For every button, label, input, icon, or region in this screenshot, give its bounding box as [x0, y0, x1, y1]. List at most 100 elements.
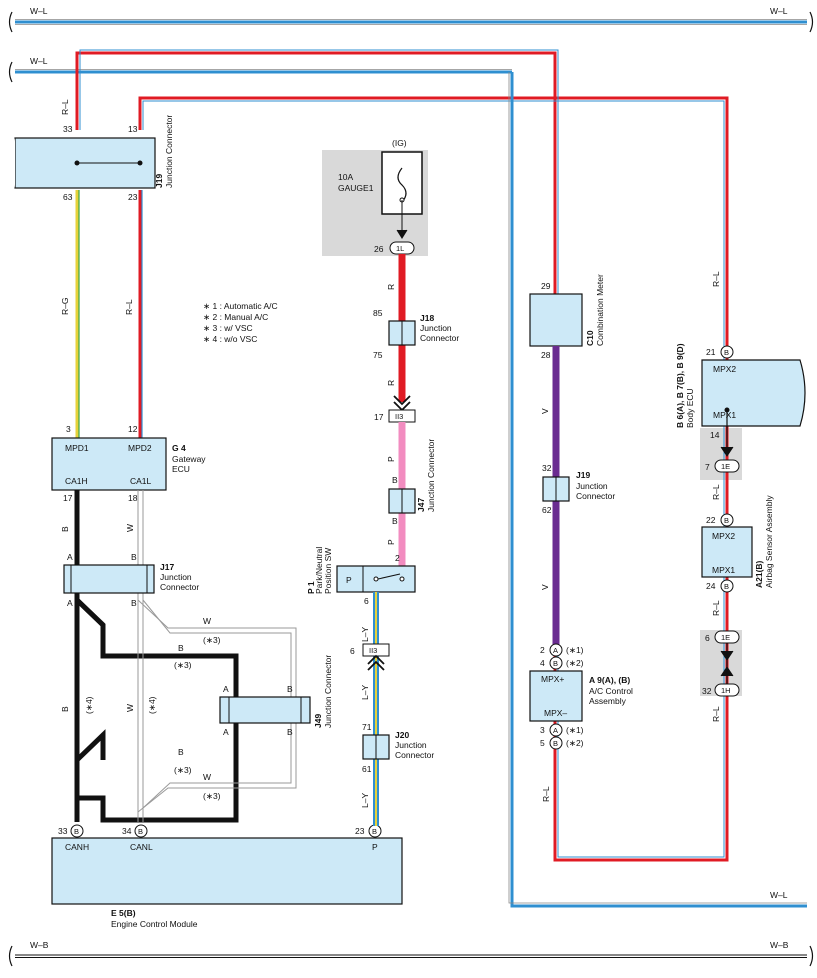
rail-right-lower-label: W–L — [770, 890, 788, 900]
a9-note-2: (∗2) — [566, 658, 584, 668]
wire-label-r-l-a9: R–L — [541, 786, 551, 802]
a9-pin-label-1: A — [553, 646, 558, 655]
wire-label-ly-3: L–Y — [360, 793, 370, 808]
wire-label-b-2: B — [60, 706, 70, 712]
g4-term-mpd1: MPD1 — [65, 443, 89, 453]
wire-can-b — [74, 490, 239, 823]
wire-label-r-l-right-3: R–L — [711, 600, 721, 616]
wire-label-w-3: W — [203, 616, 211, 626]
j20-pin-61: 61 — [362, 764, 372, 774]
a9-pin-label-3: A — [553, 726, 558, 735]
a9-term-mpx-plus: MPX+ — [541, 674, 564, 684]
wire-note-3b: (∗3) — [174, 660, 192, 670]
a21-name: Airbag Sensor Assembly — [764, 495, 774, 588]
connector-1h — [714, 683, 740, 697]
j20-connector — [362, 734, 390, 760]
p1-name2: Position SW — [323, 548, 333, 594]
wire-r-l-main-loop — [75, 49, 729, 862]
wire-label-b-3: B — [178, 643, 184, 653]
g4-term-ca1h: CA1H — [65, 476, 88, 486]
a9-note-4: (∗2) — [566, 738, 584, 748]
j17-connector — [63, 564, 155, 594]
a21-pin-label-1: B — [724, 516, 729, 525]
c10-combination-meter — [529, 293, 583, 347]
wire-note-3d: (∗3) — [203, 791, 221, 801]
j18-id: J18 — [420, 313, 434, 323]
j19-mid-pin-62: 62 — [542, 505, 552, 515]
a9-pin-3: 3 — [540, 725, 545, 735]
e5-term-canh: CANH — [65, 842, 89, 852]
c32-label: 1H — [721, 686, 731, 695]
j47-connector — [388, 488, 416, 514]
e5-engine-control-module — [51, 824, 403, 905]
j20-id: J20 — [395, 730, 409, 740]
g4-pin-18: 18 — [128, 493, 138, 503]
fuse-gauge1 — [381, 151, 423, 255]
a9-note-3: (∗1) — [566, 725, 584, 735]
j18-name2: Connector — [420, 333, 459, 343]
e5-pin-33: 33 — [58, 826, 68, 836]
fuse-ig-label: (IG) — [392, 138, 407, 148]
j18-name: Junction — [420, 323, 452, 333]
j49-pin-a1: A — [223, 684, 229, 694]
wire-label-w-2: W — [125, 704, 135, 712]
wire-label-b-1: B — [60, 526, 70, 532]
a9-note-1: (∗1) — [566, 645, 584, 655]
g4-term-ca1l: CA1L — [130, 476, 152, 486]
a21-pin-24: 24 — [706, 581, 716, 591]
j19-mid-id: J19 — [576, 470, 590, 480]
j20-pin-71: 71 — [362, 722, 372, 732]
e5-pin-label-3: B — [372, 827, 377, 836]
j19-top-name: Junction Connector — [164, 115, 174, 188]
j19-mid-name: Junction — [576, 481, 608, 491]
g4-pin-12: 12 — [128, 424, 138, 434]
ii3-a-pin: 17 — [374, 412, 384, 422]
note-4: ∗ 4 : w/o VSC — [203, 334, 257, 344]
wire-note-4a: (∗4) — [84, 696, 94, 714]
rail-top-left-label: W–L — [30, 6, 48, 16]
c6-pin: 6 — [705, 633, 710, 643]
g4-term-mpd2: MPD2 — [128, 443, 152, 453]
e5-pin-label-1: B — [74, 827, 79, 836]
e5-name: Engine Control Module — [111, 919, 198, 929]
j20-name: Junction — [395, 740, 427, 750]
c32-pin: 32 — [702, 686, 712, 696]
rail-top-right-label: W–L — [770, 6, 788, 16]
rail-second-wl — [8, 61, 512, 83]
wire-label-r-1: R — [386, 284, 396, 290]
a21-term-mpx2: MPX2 — [712, 531, 735, 541]
fuse-pin: 26 — [374, 244, 384, 254]
note-3: ∗ 3 : w/ VSC — [203, 323, 253, 333]
j19-mid-connector — [542, 476, 570, 502]
j20-name2: Connector — [395, 750, 434, 760]
g4-name2: ECU — [172, 464, 190, 474]
ii3-b-pin: 6 — [350, 646, 355, 656]
j19-pin-63: 63 — [63, 192, 73, 202]
wire-label-r-2: R — [386, 380, 396, 386]
wire-label-v-1: V — [540, 408, 550, 414]
p1-id: P 1 — [306, 581, 316, 594]
wire-label-p-2: P — [386, 539, 396, 545]
j17-name: Junction — [160, 572, 192, 582]
j49-name: Junction Connector — [323, 655, 333, 728]
a9-pin-4: 4 — [540, 658, 545, 668]
j49-pin-b2: B — [287, 727, 293, 737]
c10-id: C10 — [585, 330, 595, 346]
c7-label: 1E — [721, 462, 730, 471]
wire-label-ly-2: L–Y — [360, 685, 370, 700]
a9-pin-2: 2 — [540, 645, 545, 655]
c10-pin-29: 29 — [541, 281, 551, 291]
body-ecu-term-mpx2: MPX2 — [713, 364, 736, 374]
body-ecu-id: B 6(A), B 7(B), B 9(D) — [675, 343, 685, 428]
j49-connector — [219, 696, 311, 724]
j19-top-connector — [11, 137, 156, 189]
j19-pin-13: 13 — [128, 124, 138, 134]
note-1: ∗ 1 : Automatic A/C — [203, 301, 278, 311]
g4-gateway-ecu — [51, 437, 167, 491]
g4-name: Gateway — [172, 454, 206, 464]
a21-pin-label-2: B — [724, 582, 729, 591]
a9-id: A 9(A), (B) — [589, 675, 630, 685]
e5-pin-34: 34 — [122, 826, 132, 836]
g4-pin-3: 3 — [66, 424, 71, 434]
